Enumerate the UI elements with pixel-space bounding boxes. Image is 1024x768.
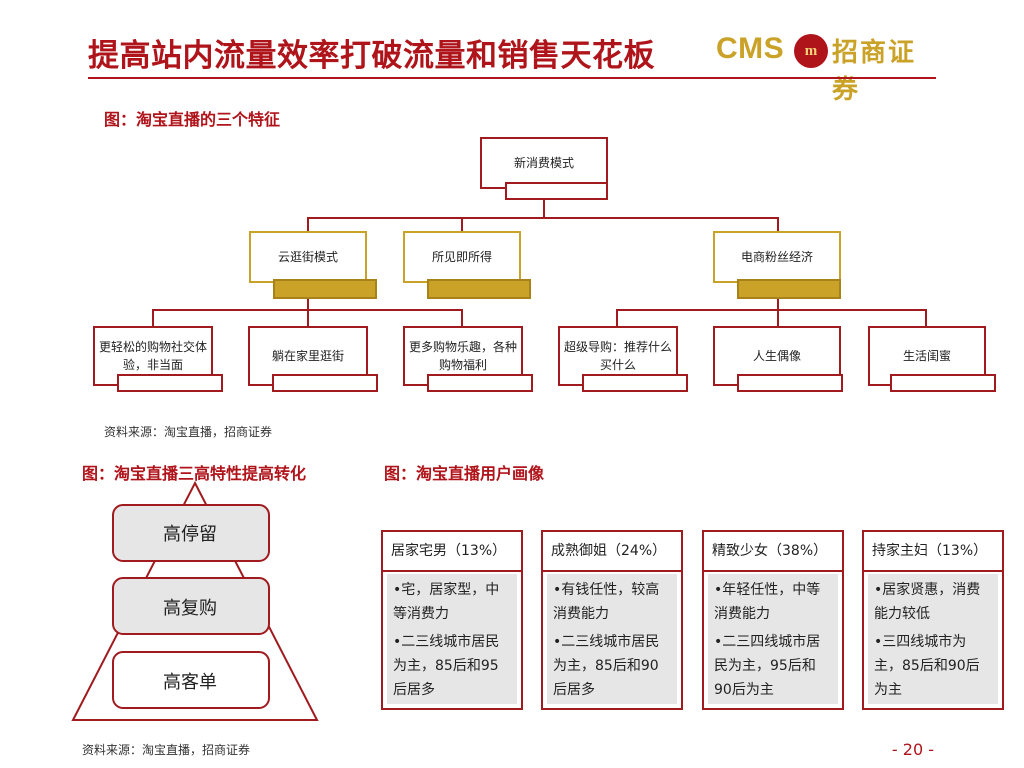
persona-card-title: 持家主妇（13%） (864, 532, 1002, 572)
pyramid-label-order-value: 高客单 (163, 672, 217, 693)
node-tab (582, 374, 688, 392)
node-tab (890, 374, 996, 392)
persona-bullet: •二三线城市居民为主，85后和90后居多 (553, 634, 660, 698)
page-number: - 20 - (891, 740, 934, 759)
tree-node-wysiwyg: 所见即所得 (403, 231, 521, 283)
persona-bullet: •居家贤惠，消费能力较低 (874, 582, 981, 622)
persona-bullet: •宅，居家型，中等消费力 (393, 582, 500, 622)
tree-connector (307, 217, 309, 232)
node-tab (117, 374, 223, 392)
figure2-caption: 图：淘宝直播三高特性提高转化 (82, 464, 307, 483)
persona-card-title: 精致少女（38%） (704, 532, 842, 572)
pyramid-label-repurchase: 高复购 (163, 598, 217, 619)
persona-card-body: •居家贤惠，消费能力较低 •三四线城市为主，85后和90后为主 (868, 574, 998, 704)
persona-bullet: •二三四线城市居民为主，95后和90后为主 (714, 634, 821, 698)
tree-connector (307, 309, 309, 326)
node-tab (273, 279, 377, 299)
persona-card-body: •宅，居家型，中等消费力 •二三线城市居民为主，85后和95后居多 (387, 574, 517, 704)
pyramid-label-stay: 高停留 (163, 524, 217, 545)
logo-badge-icon: m (794, 34, 828, 68)
tree-connector (616, 309, 618, 326)
persona-bullet: •三四线城市为主，85后和90后为主 (874, 634, 980, 698)
node-tab (737, 374, 843, 392)
tree-connector (461, 217, 463, 232)
figure1-source: 资料来源：淘宝直播，招商证券 (104, 425, 273, 439)
cms-logo: CMS m 招商证券 (716, 30, 940, 105)
persona-bullet: •二三线城市居民为主，85后和95后居多 (393, 634, 500, 698)
figure2-source: 资料来源：淘宝直播，招商证券 (82, 743, 251, 757)
tree-connector (777, 309, 779, 326)
node-tab (505, 182, 608, 200)
node-tab (427, 279, 531, 299)
tree-root-node: 新消费模式 (480, 137, 608, 189)
tree-node-fan-economy: 电商粉丝经济 (713, 231, 841, 283)
node-tab (272, 374, 378, 392)
logo-cms-text: CMS (716, 32, 785, 65)
tree-connector (152, 309, 154, 326)
persona-card: 持家主妇（13%） •居家贤惠，消费能力较低 •三四线城市为主，85后和90后为… (862, 530, 1004, 710)
pyramid-tier-top (112, 504, 270, 562)
pyramid-tier-middle (112, 577, 270, 635)
tree-connector (925, 309, 927, 326)
persona-card: 居家宅男（13%） •宅，居家型，中等消费力 •二三线城市居民为主，85后和95… (381, 530, 523, 710)
logo-company-name: 招商证券 (832, 38, 917, 105)
pyramid-tier-bottom (112, 651, 270, 709)
title-divider (88, 77, 936, 79)
persona-card: 成熟御姐（24%） •有钱任性，较高消费能力 •二三线城市居民为主，85后和90… (541, 530, 683, 710)
persona-card-body: •年轻任性，中等消费能力 •二三四线城市居民为主，95后和90后为主 (708, 574, 838, 704)
pyramid-diagram (71, 480, 319, 721)
node-tab (737, 279, 841, 299)
persona-card-title: 成熟御姐（24%） (543, 532, 681, 572)
persona-bullet: •年轻任性，中等消费能力 (714, 582, 821, 622)
tree-connector (543, 196, 545, 218)
persona-bullet: •有钱任性，较高消费能力 (553, 582, 660, 622)
persona-card-body: •有钱任性，较高消费能力 •二三线城市居民为主，85后和90后居多 (547, 574, 677, 704)
page-title: 提高站内流量效率打破流量和销售天花板 (88, 38, 655, 74)
figure3-caption: 图：淘宝直播用户画像 (384, 464, 545, 483)
tree-connector (777, 217, 779, 232)
figure1-caption: 图：淘宝直播的三个特征 (104, 110, 281, 129)
tree-connector (307, 298, 309, 310)
tree-connector (777, 298, 779, 310)
tree-connector (461, 309, 463, 326)
tree-connector (307, 217, 778, 219)
tree-node-cloud-shopping: 云逛街模式 (249, 231, 367, 283)
persona-card: 精致少女（38%） •年轻任性，中等消费能力 •二三四线城市居民为主，95后和9… (702, 530, 844, 710)
tree-connector (616, 309, 926, 311)
node-tab (427, 374, 533, 392)
persona-card-title: 居家宅男（13%） (383, 532, 521, 572)
